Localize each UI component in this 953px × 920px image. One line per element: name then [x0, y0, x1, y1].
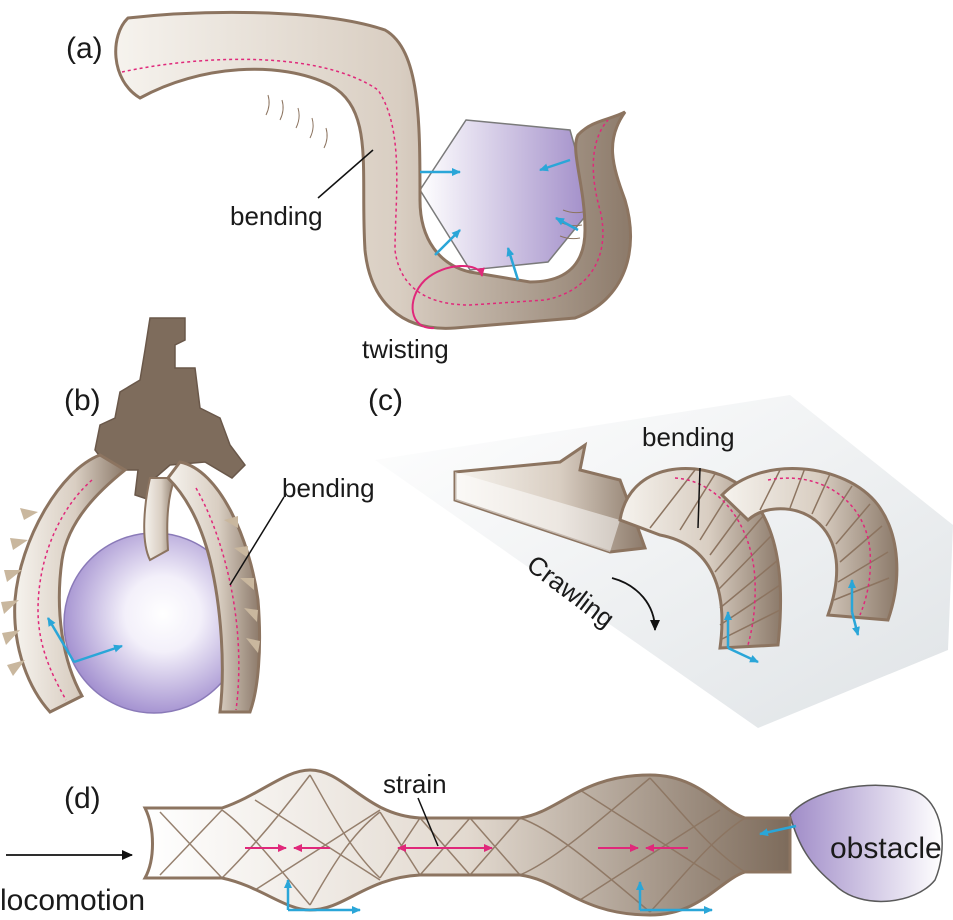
strain-label: strain [383, 769, 447, 799]
panel-d-tag: (d) [64, 782, 101, 815]
locomotion-label: locomotion [0, 884, 145, 917]
panel-b: (b) [1, 318, 375, 713]
panel-a-tag: (a) [66, 32, 103, 65]
peristaltic-tube [145, 770, 790, 915]
panel-a: (a) bending twisting [66, 12, 631, 364]
panel-c: (c) [368, 384, 953, 728]
twisting-label: twisting [362, 334, 449, 364]
panel-b-tag: (b) [64, 384, 101, 417]
bending-label-c: bending [642, 422, 735, 452]
hexagon-object [420, 120, 592, 270]
bending-label-b: bending [282, 473, 375, 503]
panel-d: (d) obstacle strain [0, 769, 942, 917]
bending-label-a: bending [230, 201, 323, 231]
obstacle-label: obstacle [830, 832, 942, 865]
panel-c-tag: (c) [368, 384, 403, 417]
